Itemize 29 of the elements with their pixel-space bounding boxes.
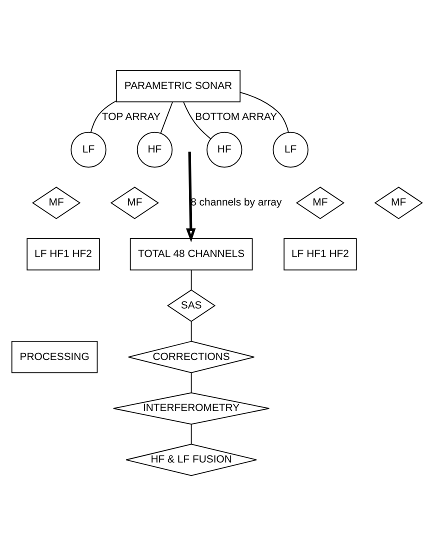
node-box: PARAMETRIC SONAR <box>116 70 241 102</box>
connector <box>190 372 192 393</box>
connector <box>190 423 192 444</box>
connector <box>190 269 192 290</box>
node-box: PROCESSING <box>11 340 98 373</box>
node-diamond: MF <box>110 186 159 219</box>
connector <box>183 101 212 139</box>
node-circle: LF <box>272 131 308 168</box>
node-circle: HF <box>206 131 242 168</box>
node-box: LF HF1 HF2 <box>26 238 100 270</box>
node-diamond: INTERFEROMETRY <box>113 392 270 424</box>
edge-label: 8 channels by array <box>190 197 282 208</box>
connector <box>90 100 117 132</box>
node-circle: HF <box>136 131 173 168</box>
node-diamond: MF <box>374 186 423 219</box>
node-diamond: CORRECTIONS <box>128 340 255 373</box>
edge-label: BOTTOM ARRAY <box>195 111 278 122</box>
node-box: TOTAL 48 CHANNELS <box>130 238 253 270</box>
connector <box>240 91 289 132</box>
connector <box>160 101 173 134</box>
arrow <box>186 151 196 242</box>
node-box: LF HF1 HF2 <box>284 238 357 270</box>
node-diamond: MF <box>32 186 81 219</box>
node-circle: LF <box>70 131 106 168</box>
edge-label: TOP ARRAY <box>102 111 160 122</box>
node-diamond: MF <box>296 186 345 219</box>
node-diamond: SAS <box>167 288 216 322</box>
node-diamond: HF & LF FUSION <box>126 443 257 476</box>
connector <box>190 320 192 342</box>
